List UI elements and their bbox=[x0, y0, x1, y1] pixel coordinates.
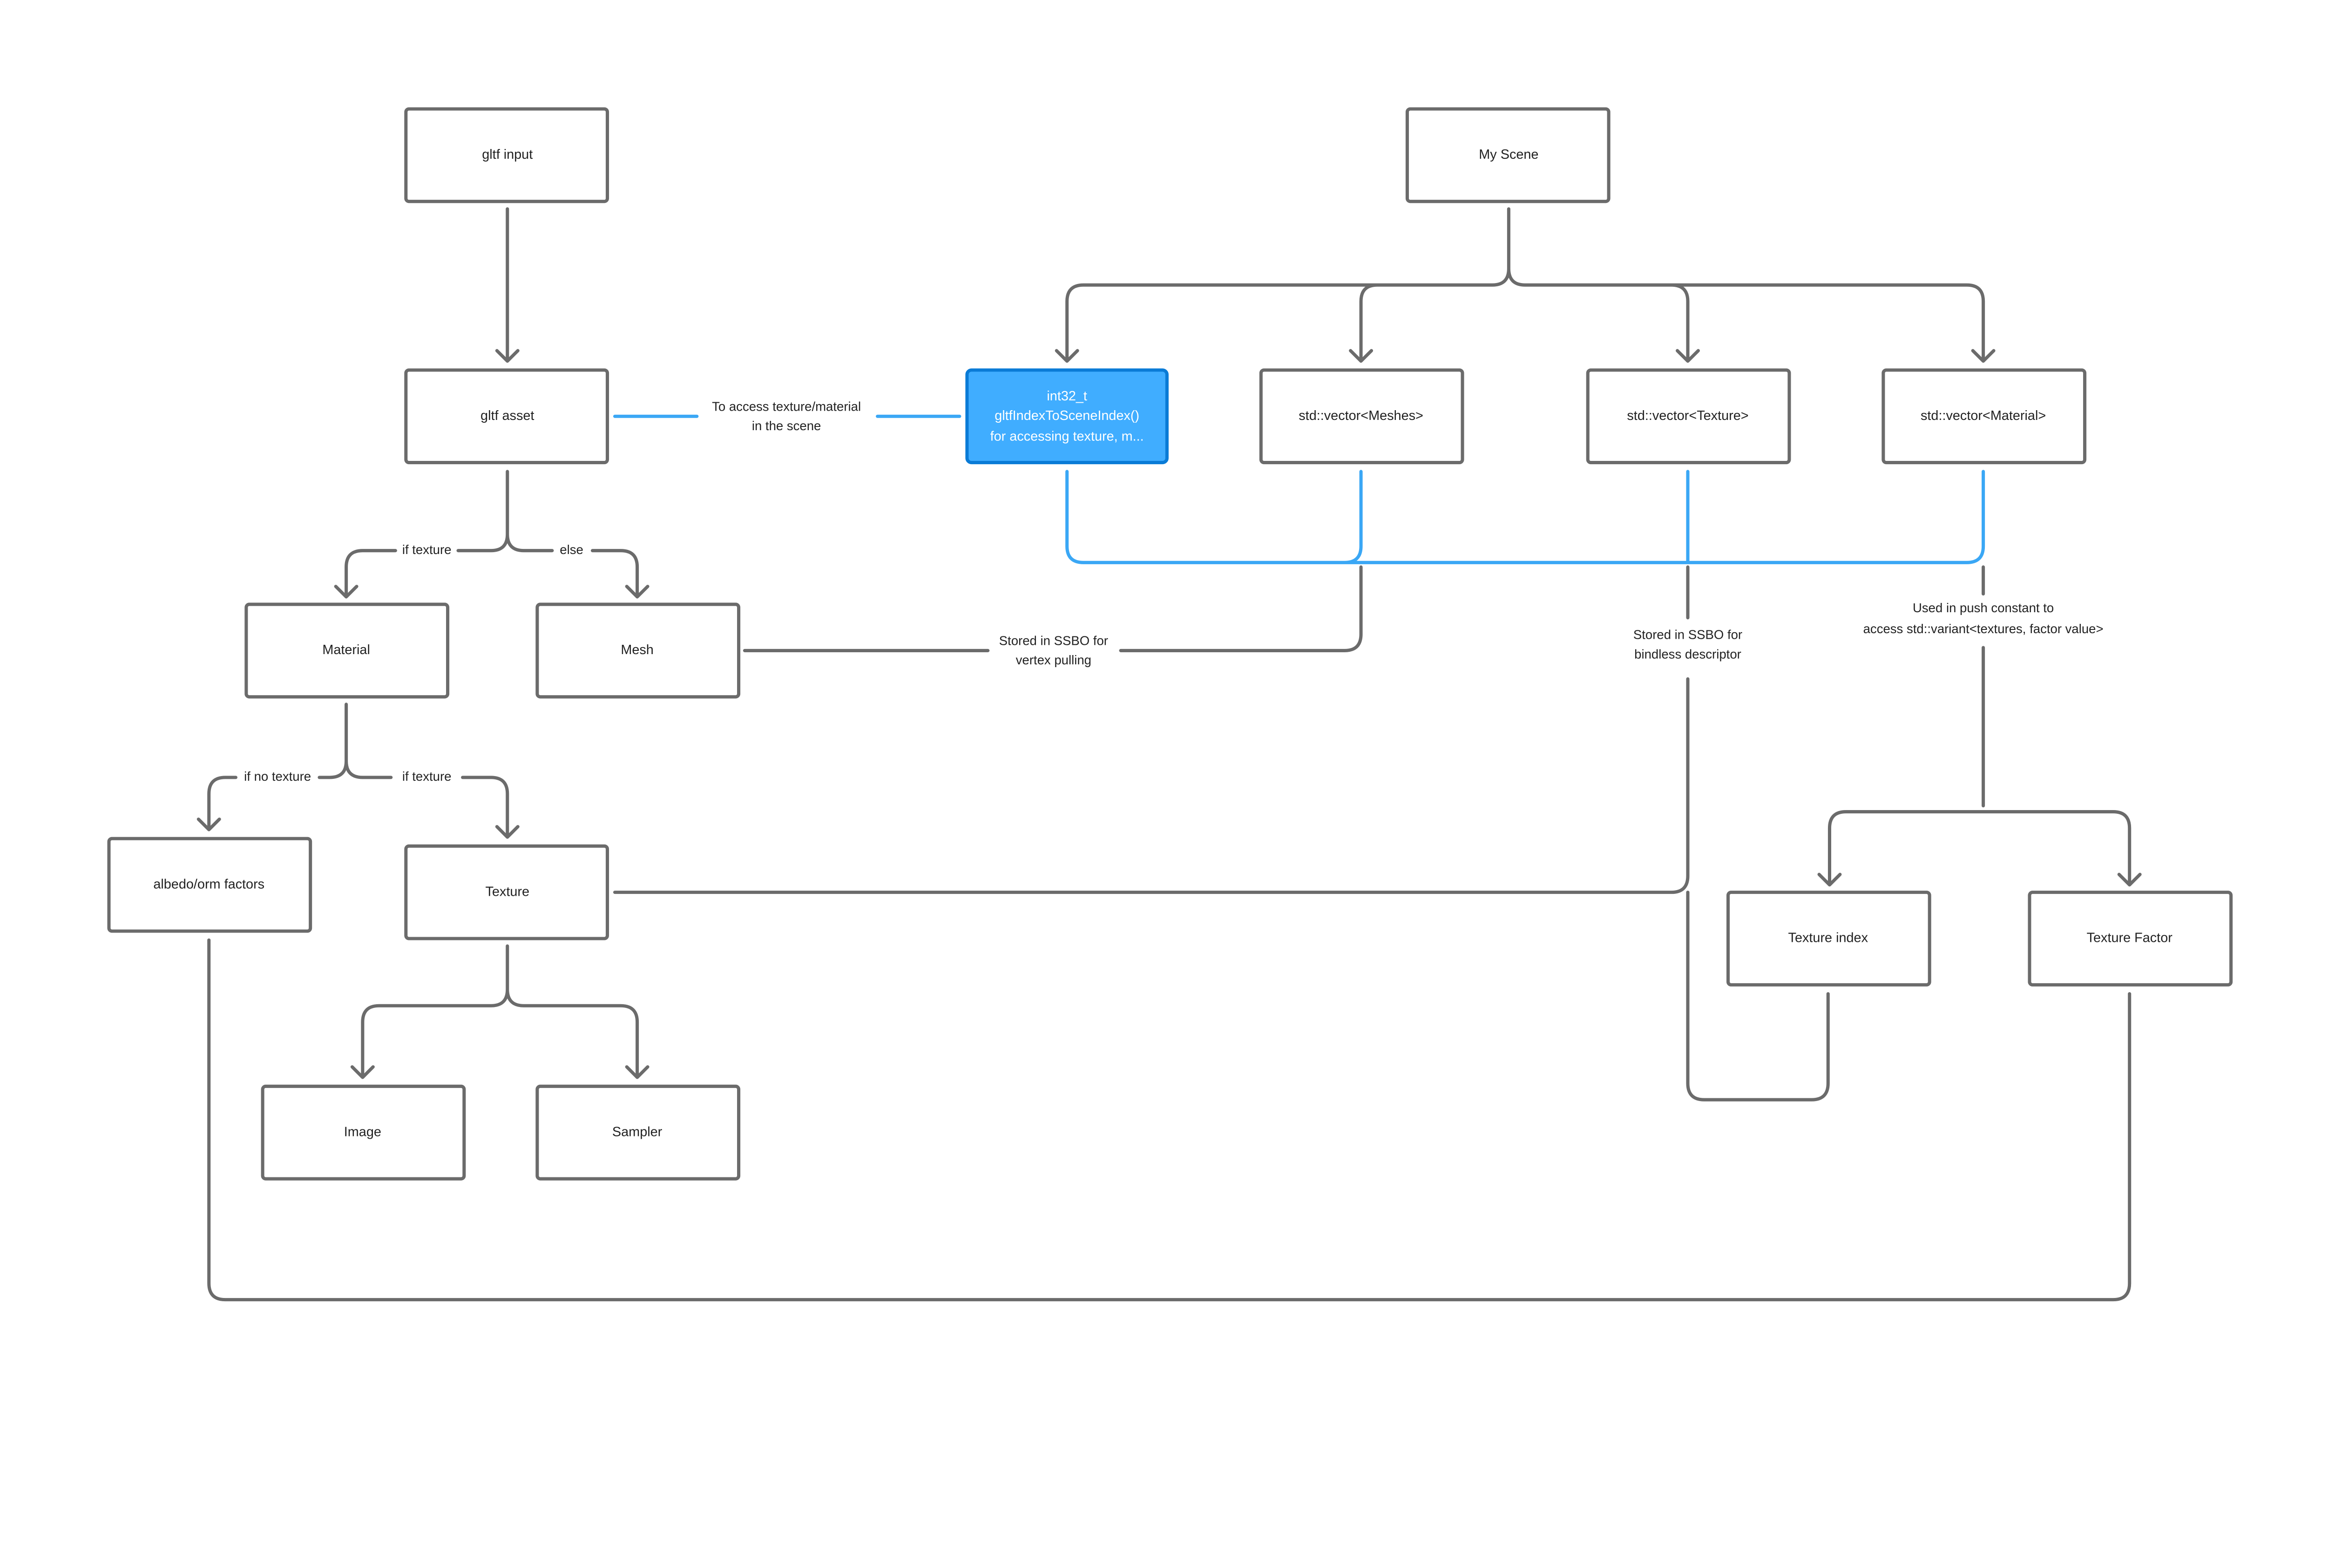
node-material[interactable]: Material bbox=[244, 602, 450, 699]
node-gltf-input[interactable]: gltf input bbox=[404, 107, 609, 203]
node-texture[interactable]: Texture bbox=[404, 844, 609, 940]
edge-materials-to-index-factor bbox=[1817, 565, 2142, 887]
edge-scene-to-children bbox=[1055, 207, 1996, 363]
node-materials-vector[interactable]: std::vector<Material> bbox=[1881, 368, 2087, 465]
edges bbox=[196, 207, 2142, 1302]
label-ssbo-vertex-1: Stored in SSBO for bbox=[999, 633, 1108, 648]
node-label: My Scene bbox=[1479, 147, 1538, 162]
label-ssbo-bindless-2: bindless descriptor bbox=[1634, 647, 1741, 661]
node-mesh[interactable]: Mesh bbox=[535, 602, 741, 699]
label-if-no-texture: if no texture bbox=[244, 769, 311, 784]
node-textures-vector[interactable]: std::vector<Texture> bbox=[1586, 368, 1791, 465]
label-push-constant-2: access std::variant<textures, factor val… bbox=[1863, 622, 2104, 636]
edge-texture-index-to-textures bbox=[1686, 891, 1830, 1102]
diagram-canvas: To access texture/material in the scene … bbox=[107, 107, 2233, 1302]
label-access-2: in the scene bbox=[752, 419, 821, 433]
node-my-scene[interactable]: My Scene bbox=[1405, 107, 1611, 203]
node-texture-factor[interactable]: Texture Factor bbox=[2028, 891, 2233, 987]
label-push-constant-1: Used in push constant to bbox=[1913, 601, 2054, 615]
label-ssbo-vertex-2: vertex pulling bbox=[1016, 653, 1091, 667]
node-label: std::vector<Texture> bbox=[1627, 408, 1748, 423]
label-asset-if-texture: if texture bbox=[402, 542, 452, 557]
node-label-line-3: for accessing texture, m... bbox=[990, 429, 1144, 444]
node-label: Mesh bbox=[621, 642, 654, 657]
node-label: gltf input bbox=[482, 147, 533, 162]
edge-asset-to-material-mesh bbox=[334, 470, 650, 599]
node-sampler[interactable]: Sampler bbox=[535, 1084, 741, 1181]
label-asset-else: else bbox=[560, 542, 583, 557]
node-image[interactable]: Image bbox=[261, 1084, 466, 1181]
label-material-if-texture: if texture bbox=[402, 769, 452, 784]
node-label: gltf asset bbox=[480, 408, 534, 423]
nodes: gltf input My Scene gltf asset int32_t g… bbox=[107, 107, 2233, 1181]
edge-input-to-asset bbox=[495, 207, 520, 363]
node-meshes-vector[interactable]: std::vector<Meshes> bbox=[1259, 368, 1464, 465]
edge-vectors-to-index-fn bbox=[1065, 470, 1985, 564]
edge-albedo-to-factor bbox=[207, 938, 2132, 1302]
node-label: std::vector<Meshes> bbox=[1299, 408, 1423, 423]
node-gltf-asset[interactable]: gltf asset bbox=[404, 368, 609, 465]
node-label: Texture index bbox=[1788, 931, 1868, 946]
node-albedo-factors[interactable]: albedo/orm factors bbox=[107, 837, 312, 933]
node-label: Material bbox=[322, 642, 370, 657]
node-label-line-1: int32_t bbox=[1047, 389, 1087, 404]
label-access-1: To access texture/material bbox=[712, 399, 861, 413]
edge-texture-to-image-sampler bbox=[350, 944, 650, 1079]
node-label-line-2: gltfIndexToSceneIndex() bbox=[995, 408, 1139, 423]
edge-labels: To access texture/material in the scene … bbox=[244, 399, 2103, 784]
node-label: Texture bbox=[485, 884, 529, 899]
node-texture-index[interactable]: Texture index bbox=[1726, 891, 1931, 987]
edge-mesh-to-meshes bbox=[743, 565, 1363, 652]
edge-material-to-albedo-texture bbox=[196, 703, 520, 839]
label-ssbo-bindless-1: Stored in SSBO for bbox=[1633, 628, 1742, 642]
node-label: std::vector<Material> bbox=[1921, 408, 2046, 423]
edge-textures-to-texture bbox=[613, 565, 1690, 894]
node-label: Texture Factor bbox=[2087, 931, 2173, 946]
node-index-fn[interactable]: int32_t gltfIndexToSceneIndex() for acce… bbox=[965, 368, 1169, 465]
node-label: albedo/orm factors bbox=[153, 877, 264, 892]
node-label: Image bbox=[344, 1124, 381, 1139]
node-label: Sampler bbox=[612, 1124, 663, 1139]
